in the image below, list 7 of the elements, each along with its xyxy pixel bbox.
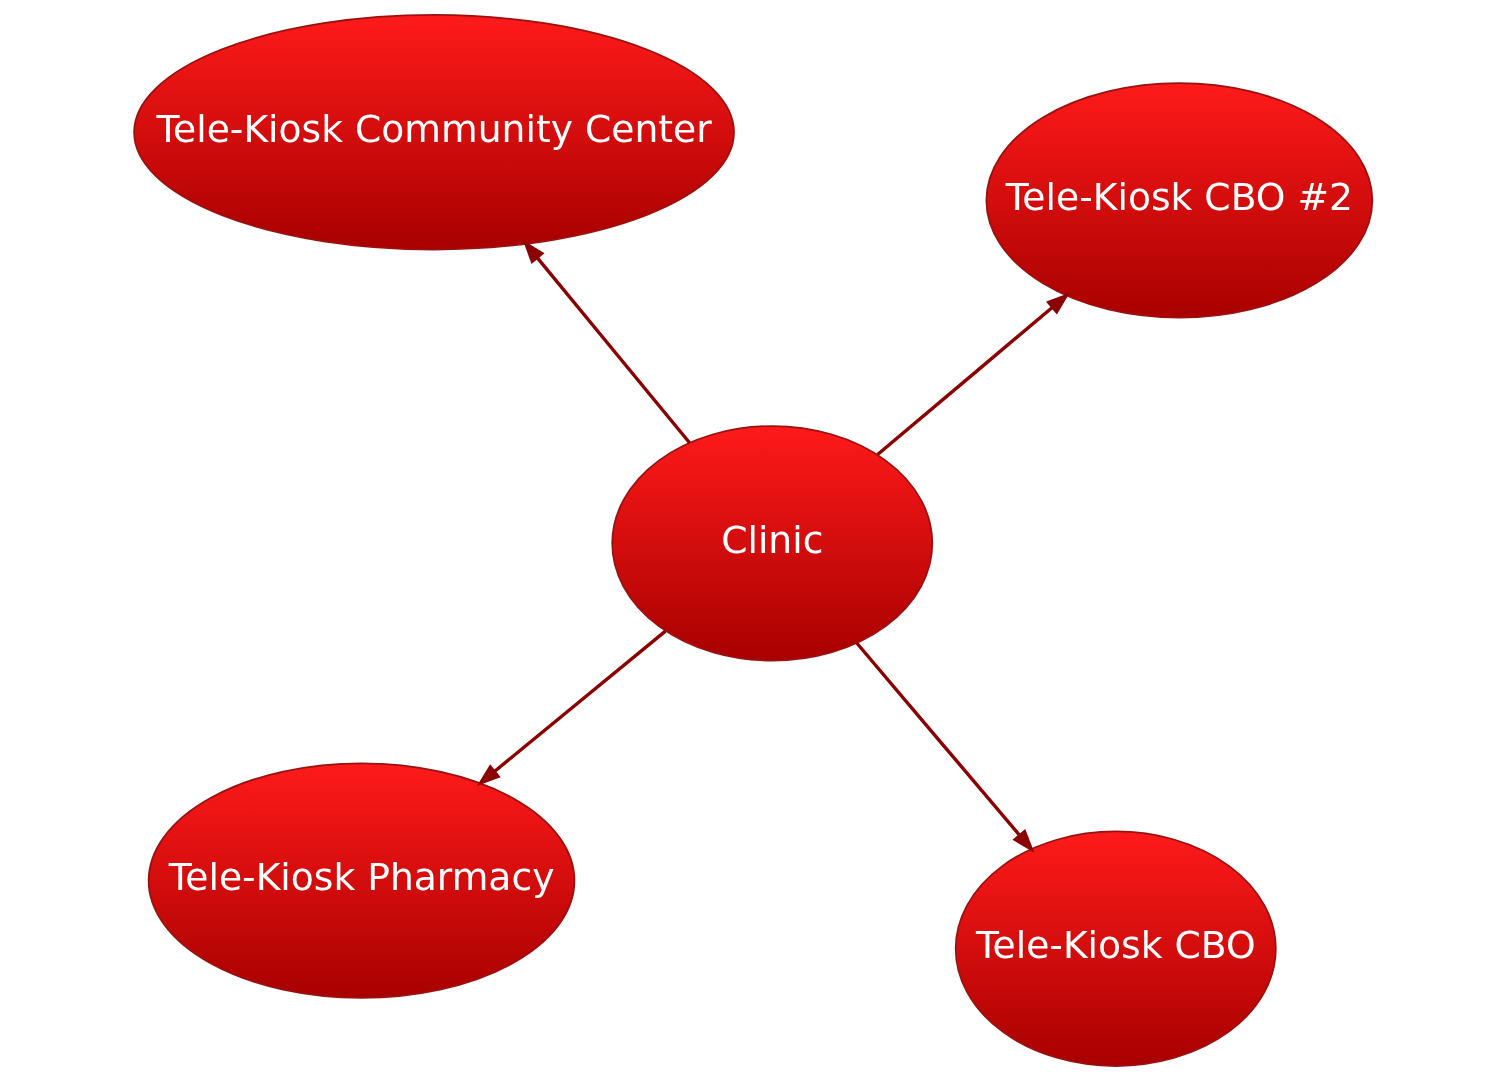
node-ellipse: Tele-Kiosk Community Center xyxy=(133,14,735,251)
arrow xyxy=(855,641,1035,853)
arrow xyxy=(522,240,691,444)
node-ellipse: Clinic xyxy=(611,425,934,662)
arrow xyxy=(876,292,1070,456)
node-ellipse: Tele-Kiosk CBO #2 xyxy=(985,82,1374,319)
arrow xyxy=(476,629,667,786)
